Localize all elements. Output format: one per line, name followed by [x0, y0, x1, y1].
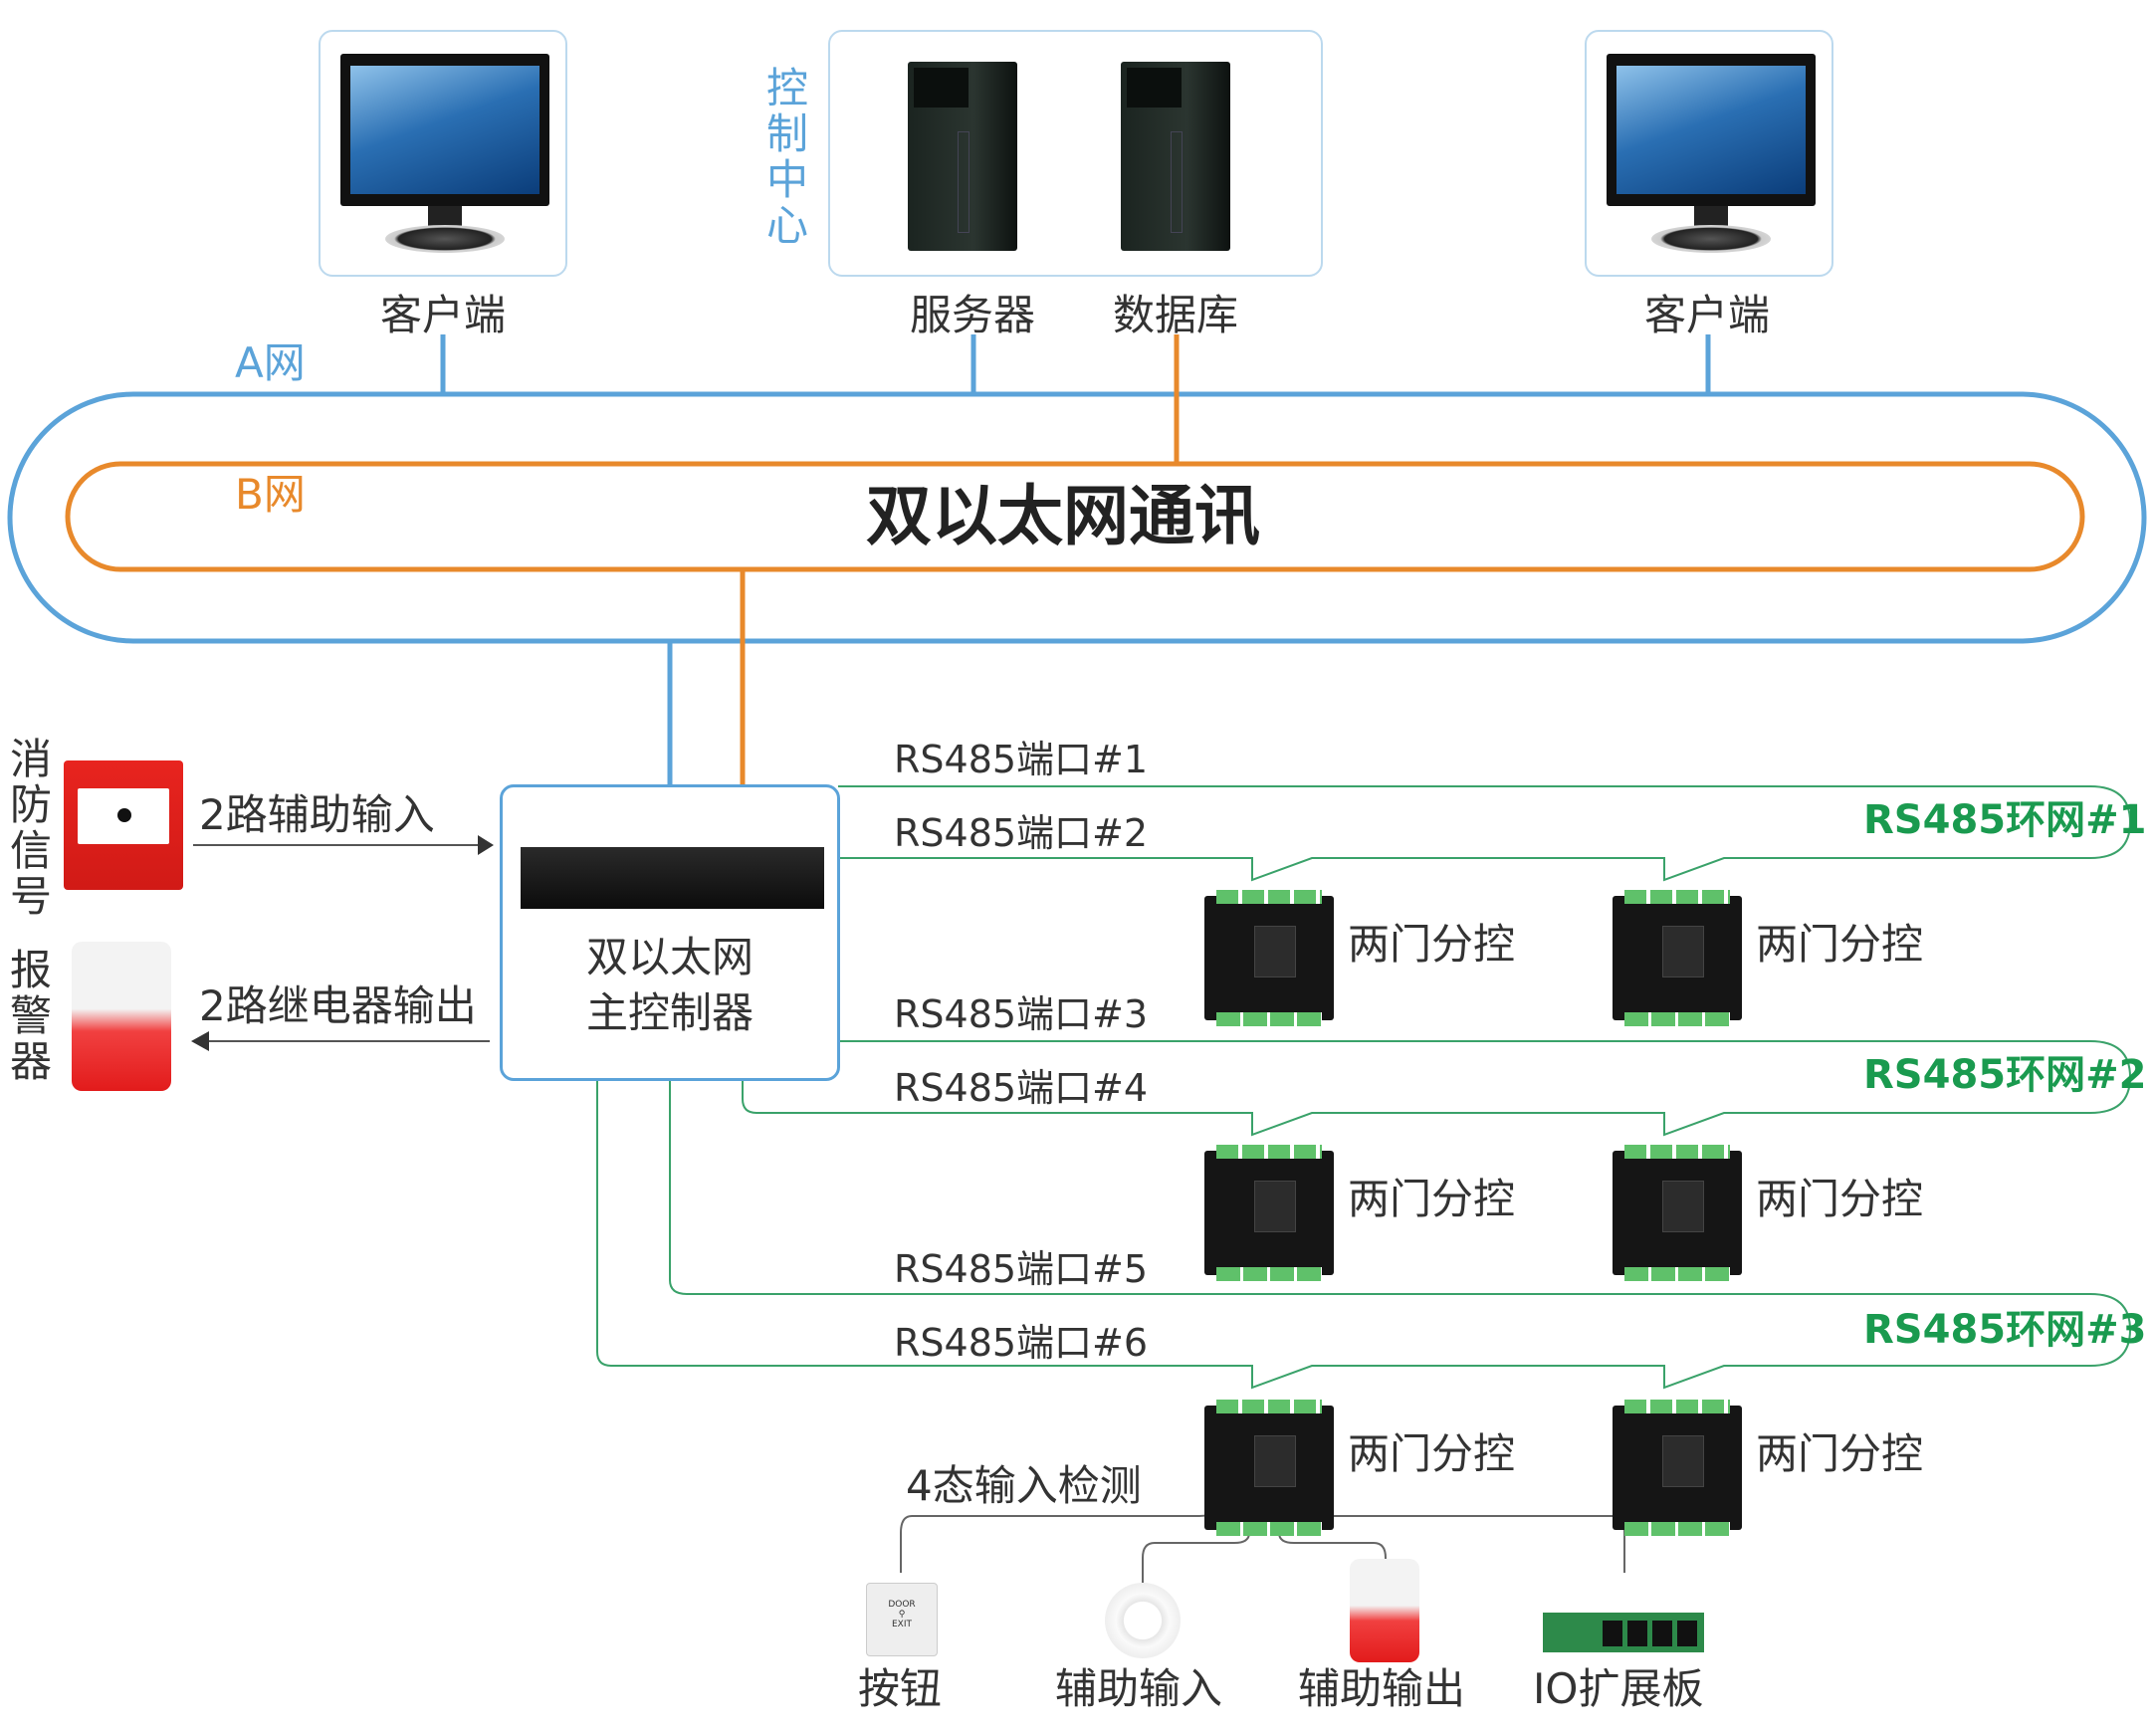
main-controller-line2: 主控制器 — [586, 988, 754, 1037]
sub-controller-label: 两门分控 — [1756, 920, 1924, 969]
rs485-ring-1 — [838, 785, 2132, 882]
ring-label-3: RS485环网#3 — [1863, 1307, 2147, 1353]
main-controller-card: 双以太网 主控制器 — [500, 784, 840, 1081]
port-label-4: RS485端口#4 — [894, 1066, 1149, 1110]
client-left-label: 客户端 — [380, 291, 507, 339]
sub-controller-board-icon — [1613, 1400, 1742, 1536]
sub-controller-label: 两门分控 — [1756, 1175, 1924, 1223]
io-device-label-button: 按钮 — [858, 1664, 943, 1713]
control-center-card — [828, 30, 1323, 277]
output-arrow-head — [191, 1031, 209, 1051]
input-arrow-head — [478, 835, 494, 855]
io-device-label-aux-output: 辅助输出 — [1298, 1664, 1466, 1713]
smoke-detector-icon — [1105, 1583, 1181, 1658]
port-label-3: RS485端口#3 — [894, 992, 1149, 1036]
relay-output-arrow-label: 2路继电器输出 — [199, 981, 477, 1030]
io-device-label-io-board: IO扩展板 — [1533, 1664, 1704, 1713]
exit-button-icon: DOOR⚲EXIT — [866, 1583, 938, 1656]
client-left-card — [319, 30, 567, 277]
sub-controller-label: 两门分控 — [1348, 920, 1516, 969]
port-label-1: RS485端口#1 — [894, 738, 1149, 781]
io-device-label-aux-input: 辅助输入 — [1055, 1664, 1223, 1713]
network-title: 双以太网通讯 — [866, 478, 1260, 554]
sub-controller-board-icon — [1204, 1145, 1334, 1281]
aux-siren-icon — [1350, 1559, 1419, 1662]
sub-controller-board-icon — [1204, 890, 1334, 1026]
ring-label-1: RS485环网#1 — [1863, 797, 2147, 843]
port-label-6: RS485端口#6 — [894, 1321, 1149, 1365]
port-label-5: RS485端口#5 — [894, 1247, 1149, 1291]
control-center-label: 控制中心 — [765, 64, 808, 250]
sub-controller-label: 两门分控 — [1348, 1429, 1516, 1478]
fire-alarm-button-icon — [64, 760, 183, 890]
client-right-label: 客户端 — [1644, 291, 1771, 339]
server-icon — [908, 62, 1017, 251]
database-server-icon — [1121, 62, 1230, 251]
ring-label-2: RS485环网#2 — [1863, 1052, 2147, 1098]
monitor-icon — [340, 54, 549, 253]
monitor-icon — [1607, 54, 1816, 253]
sub-controller-board-icon — [1204, 1400, 1334, 1536]
rs485-ring-3 — [596, 1081, 2132, 1390]
rs485-ring-2 — [742, 1040, 2132, 1137]
port-label-2: RS485端口#2 — [894, 811, 1149, 855]
client-right-card — [1585, 30, 1833, 277]
aux-input-arrow-label: 2路辅助输入 — [199, 790, 435, 839]
io-expansion-board-icon — [1543, 1613, 1704, 1652]
sub-controller-label: 两门分控 — [1756, 1429, 1924, 1478]
a-net-label: A网 — [235, 338, 306, 387]
a-net-ring — [7, 391, 2147, 644]
sub-controller-label: 两门分控 — [1348, 1175, 1516, 1223]
sub-controller-board-icon — [1613, 890, 1742, 1026]
alarm-label: 报警器 — [9, 946, 52, 1086]
main-controller-line1: 双以太网 — [586, 933, 754, 981]
sub-controller-board-icon — [1613, 1145, 1742, 1281]
database-label: 数据库 — [1113, 291, 1239, 339]
b-net-ring — [65, 461, 2085, 572]
rack-controller-icon — [521, 847, 824, 909]
server-label: 服务器 — [910, 291, 1036, 339]
fire-signal-label: 消防信号 — [9, 735, 52, 921]
four-state-detect-label: 4态输入检测 — [906, 1461, 1142, 1510]
b-net-label: B网 — [235, 470, 306, 519]
siren-icon — [72, 942, 171, 1091]
